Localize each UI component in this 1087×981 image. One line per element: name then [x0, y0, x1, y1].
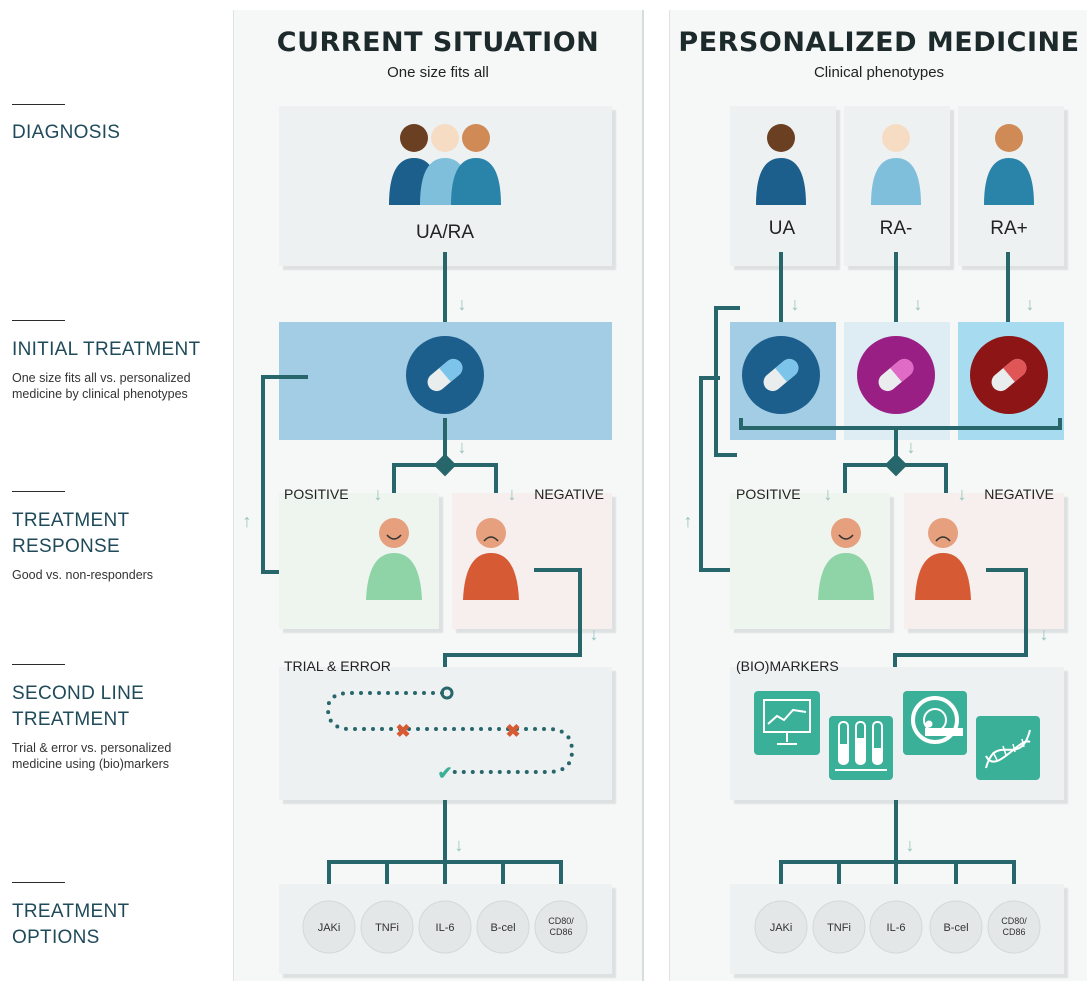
positive-response-box [730, 493, 890, 629]
treatment-option-circle [534, 900, 588, 954]
treatment-option-label: B-cel [943, 922, 968, 934]
cross-icon: ✖ [395, 721, 410, 741]
up-arrow-icon: ↑ [684, 511, 693, 531]
decision-diamond [433, 453, 457, 477]
right-options-group: JAKi TNFi IL-6 B-cel CD80/CD86 [754, 900, 1041, 954]
row-title-second-line: SECOND LINE TREATMENT [12, 683, 145, 730]
row-divider [12, 664, 65, 665]
treatment-option-label: TNFi [375, 922, 399, 934]
treatment-option-circle [929, 900, 983, 954]
cross-icon: ✖ [505, 721, 520, 741]
patient-ra-neg-icon [871, 124, 921, 205]
down-arrow-icon: ↓ [508, 484, 517, 504]
check-icon: ✔ [437, 763, 452, 783]
patient-ra-pos-icon [984, 124, 1034, 205]
treatment-option-label: CD86 [1002, 927, 1025, 937]
dna-icon [976, 716, 1040, 780]
treatment-option-label: B-cel [490, 922, 515, 934]
row-title-treatment-options: TREATMENT OPTIONS [12, 901, 130, 948]
row-divider [12, 104, 65, 105]
test-tubes-icon [829, 716, 893, 780]
phenotype-label-ua: UA [769, 218, 796, 239]
treatment-option-circle [302, 900, 356, 954]
down-arrow-icon: ↓ [958, 484, 967, 504]
treatment-option-label: TNFi [827, 922, 851, 934]
connector-line [443, 568, 582, 672]
row-subtitle-treatment-response: Good vs. non-responders [12, 568, 154, 582]
merge-line [739, 418, 1062, 430]
treatment-option-circle [987, 900, 1041, 954]
sad-patient-icon [915, 518, 971, 600]
negative-label: NEGATIVE [534, 486, 604, 502]
patient-group-icon [389, 124, 501, 205]
row-subtitle-initial-treatment: One size fits all vs. personalized medic… [12, 371, 191, 401]
treatment-option-label: IL-6 [436, 922, 455, 934]
treatment-option-label: IL-6 [887, 922, 906, 934]
trial-error-path: ✖ ✖ ✔ [325, 686, 575, 783]
down-arrow-icon: ↓ [1026, 294, 1035, 314]
treatment-option-label: CD80/ [548, 916, 574, 926]
mri-scanner-icon [903, 691, 967, 755]
treatment-option-circle [360, 900, 414, 954]
personalized-medicine-title: PERSONALIZED MEDICINE [678, 27, 1080, 58]
treatment-option-circle [476, 900, 530, 954]
treatment-option-label: JAKi [318, 922, 341, 934]
positive-response-box [279, 493, 439, 629]
diagnosis-label: UA/RA [416, 222, 474, 243]
positive-label: POSITIVE [284, 486, 349, 502]
sad-patient-icon [463, 518, 519, 600]
row-subtitle-second-line: Trial & error vs. personalized medicine … [12, 741, 172, 771]
patient-ua-icon [756, 124, 806, 205]
monitor-chart-icon [754, 691, 820, 755]
down-arrow-icon: ↓ [907, 437, 916, 457]
down-arrow-icon: ↓ [1040, 624, 1049, 644]
start-node-icon [440, 686, 454, 700]
down-arrow-icon: ↓ [824, 484, 833, 504]
happy-patient-icon [366, 518, 422, 600]
treatment-option-circle [418, 900, 472, 954]
negative-label: NEGATIVE [984, 486, 1054, 502]
down-arrow-icon: ↓ [590, 624, 599, 644]
connector-line [893, 568, 1028, 672]
treatment-option-circle [869, 900, 923, 954]
left-options-group: JAKi TNFi IL-6 B-cel CD80/CD86 [302, 900, 588, 954]
positive-label: POSITIVE [736, 486, 801, 502]
biomarkers-label: (BIO)MARKERS [736, 658, 839, 674]
feedback-loop-line [714, 306, 740, 457]
down-arrow-icon: ↓ [374, 484, 383, 504]
personalized-medicine-subtitle: Clinical phenotypes [813, 64, 945, 81]
treatment-option-label: CD80/ [1001, 916, 1027, 926]
up-arrow-icon: ↑ [243, 511, 252, 531]
happy-patient-icon [818, 518, 874, 600]
row-title-diagnosis: DIAGNOSIS [12, 122, 121, 143]
row-divider [12, 882, 65, 883]
down-arrow-icon: ↓ [791, 294, 800, 314]
down-arrow-icon: ↓ [458, 437, 467, 457]
treatment-option-label: CD86 [549, 927, 572, 937]
row-title-initial-treatment: INITIAL TREATMENT [12, 339, 201, 360]
row-title-treatment-response: TREATMENT RESPONSE [12, 510, 130, 557]
trial-error-label: TRIAL & ERROR [284, 658, 391, 674]
current-situation-title: CURRENT SITUATION [276, 27, 600, 58]
phenotype-label-ra-pos: RA+ [990, 218, 1028, 239]
row-divider [12, 320, 65, 321]
current-situation-subtitle: One size fits all [387, 64, 489, 81]
row-divider [12, 491, 65, 492]
treatment-option-circle [812, 900, 866, 954]
down-arrow-icon: ↓ [914, 294, 923, 314]
down-arrow-icon: ↓ [455, 835, 464, 855]
treatment-option-label: JAKi [770, 922, 793, 934]
treatment-option-circle [754, 900, 808, 954]
decision-diamond [884, 453, 908, 477]
down-arrow-icon: ↓ [906, 835, 915, 855]
down-arrow-icon: ↓ [458, 294, 467, 314]
phenotype-label-ra-neg: RA- [880, 218, 913, 239]
